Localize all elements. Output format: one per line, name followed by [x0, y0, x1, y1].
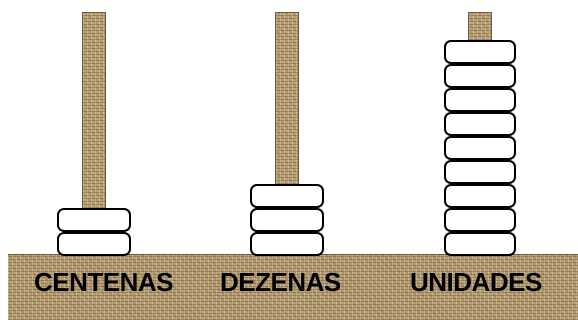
label-dezenas: DEZENAS — [220, 267, 341, 297]
bead-unidades — [444, 208, 516, 232]
bead-unidades — [444, 232, 516, 256]
bead-unidades — [444, 40, 516, 64]
bead-unidades — [444, 64, 516, 88]
bead-unidades — [444, 112, 516, 136]
bead-centenas — [57, 232, 131, 256]
bead-unidades — [444, 184, 516, 208]
rod-centenas — [82, 12, 106, 260]
bead-dezenas — [250, 232, 324, 256]
bead-dezenas — [250, 184, 324, 208]
label-centenas: CENTENAS — [34, 267, 174, 297]
abacus-base — [8, 254, 578, 320]
bead-unidades — [444, 136, 516, 160]
bead-unidades — [444, 160, 516, 184]
bead-unidades — [444, 88, 516, 112]
bead-dezenas — [250, 208, 324, 232]
label-unidades: UNIDADES — [410, 267, 542, 297]
bead-centenas — [57, 208, 131, 232]
